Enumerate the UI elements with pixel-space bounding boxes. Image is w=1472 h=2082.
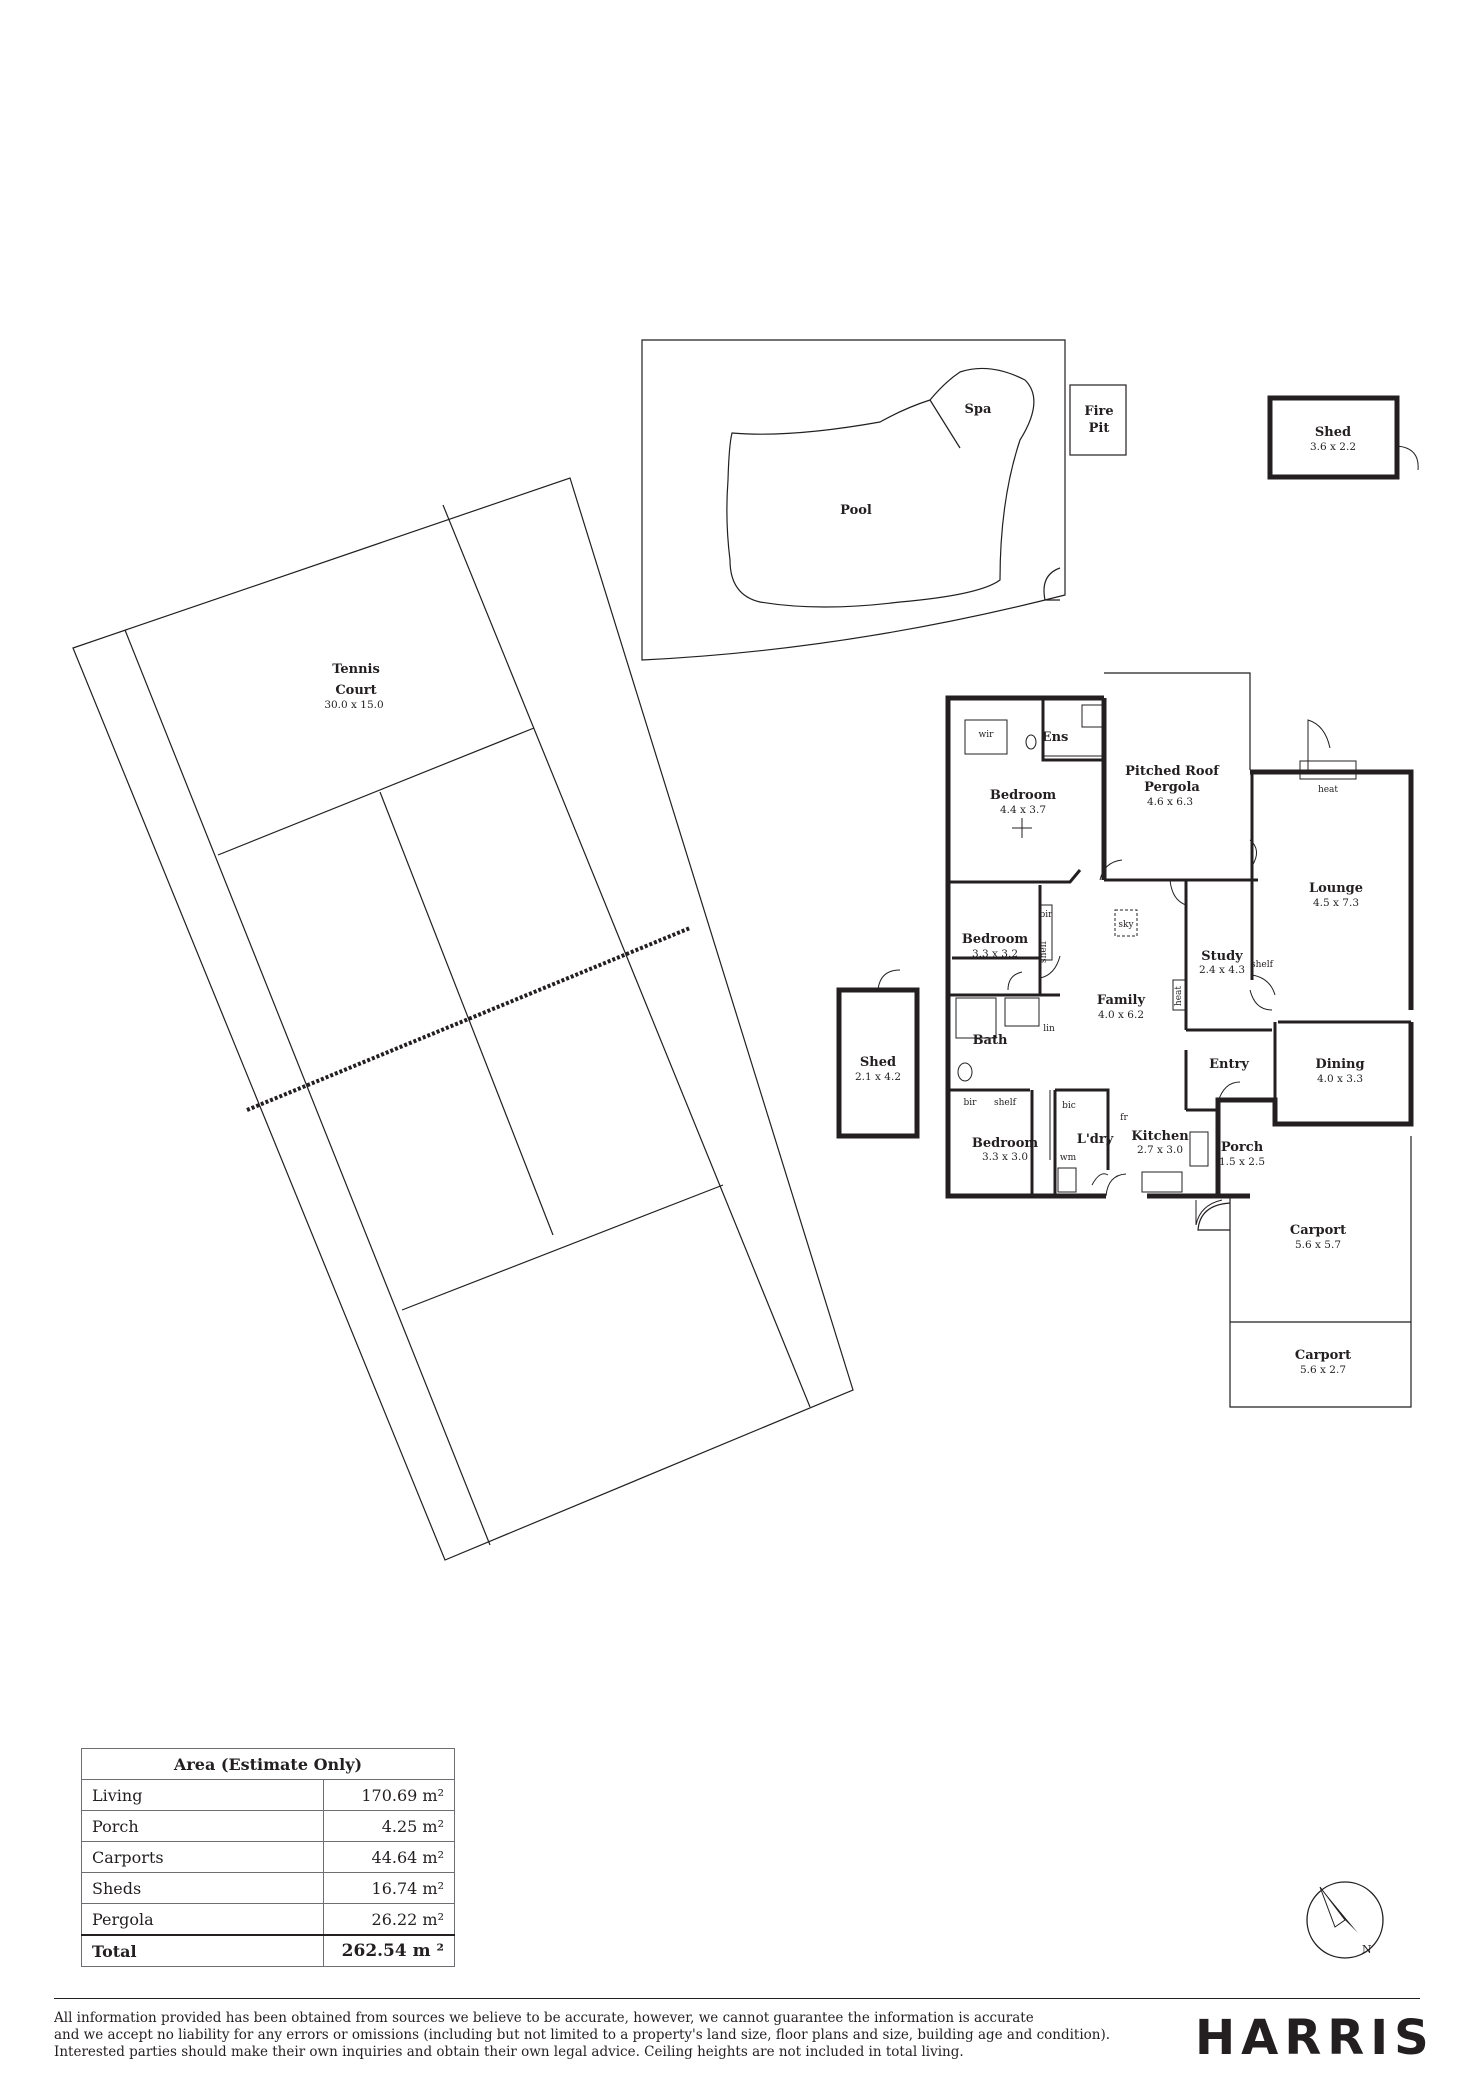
disclaimer: All information provided has been obtain… (54, 2010, 1164, 2061)
table-row: Carports 44.64 m² (81, 1841, 455, 1873)
carport1-dims: 5.6 x 5.7 (1295, 1239, 1341, 1251)
entry-label: Entry (1209, 1057, 1249, 1072)
bedroom2-dims: 3.3 x 3.2 (972, 948, 1018, 960)
bedroom3-bir: bir (964, 1098, 978, 1108)
lounge-dims: 4.5 x 7.3 (1313, 897, 1359, 909)
dining-dims: 4.0 x 3.3 (1317, 1073, 1363, 1085)
porch-label: Porch (1221, 1140, 1264, 1155)
tennis-dims: 30.0 x 15.0 (324, 699, 383, 711)
area-label: Pergola (81, 1903, 324, 1936)
shed-left-dims: 2.1 x 4.2 (855, 1071, 901, 1083)
pool-area: Spa Pool (641, 339, 1066, 661)
table-row: Porch 4.25 m² (81, 1810, 455, 1842)
north-label: N (1362, 1943, 1372, 1956)
carport2-label: Carport (1295, 1348, 1351, 1363)
house (945, 672, 1414, 1226)
area-label: Porch (81, 1810, 324, 1842)
area-label: Living (81, 1779, 324, 1811)
pergola-dims: 4.6 x 6.3 (1147, 796, 1193, 808)
study-label: Study (1201, 949, 1243, 964)
fire-pit-label-1: Fire (1084, 404, 1113, 419)
table-row: Living 170.69 m² (81, 1779, 455, 1811)
bedroom2-shelf: shelf (1039, 940, 1049, 963)
area-label: Sheds (81, 1872, 324, 1904)
fire-pit-label-2: Pit (1089, 421, 1110, 436)
study-shelf: shelf (1251, 960, 1274, 970)
disclaimer-line: All information provided has been obtain… (54, 2010, 1034, 2026)
area-value: 4.25 m² (323, 1810, 455, 1842)
table-row: Pergola 26.22 m² (81, 1903, 455, 1936)
shed-left-label: Shed (860, 1055, 896, 1070)
area-value: 16.74 m² (323, 1872, 455, 1904)
bath-lin: lin (1043, 1024, 1055, 1034)
ens-label: Ens (1042, 730, 1069, 745)
bedroom2-label: Bedroom (962, 932, 1029, 947)
master-bedroom-dims: 4.4 x 3.7 (1000, 804, 1046, 816)
bedroom3-dims: 3.3 x 3.0 (982, 1151, 1028, 1163)
wir-label: wir (979, 730, 995, 740)
bedroom3-shelf: shelf (994, 1098, 1017, 1108)
laundry-label: L'dry (1077, 1132, 1114, 1147)
pool-label: Pool (840, 503, 872, 518)
area-label: Carports (81, 1841, 324, 1873)
family-heat: heat (1174, 986, 1184, 1006)
kitchen-dims: 2.7 x 3.0 (1137, 1144, 1183, 1156)
area-value: 44.64 m² (323, 1841, 455, 1873)
disclaimer-line: Interested parties should make their own… (54, 2044, 964, 2060)
kitchen-fr: fr (1120, 1113, 1128, 1123)
total-value: 262.54 m ² (323, 1934, 455, 1967)
bath-label: Bath (973, 1033, 1008, 1048)
kitchen-label: Kitchen (1131, 1129, 1189, 1144)
area-table-title: Area (Estimate Only) (81, 1748, 455, 1780)
bedroom3-label: Bedroom (972, 1136, 1039, 1151)
shed-top-label: Shed (1315, 425, 1351, 440)
laundry-wm: wm (1060, 1153, 1077, 1163)
laundry-bic: bic (1062, 1101, 1076, 1111)
spa-label: Spa (965, 402, 992, 417)
pergola-label-1: Pitched Roof (1125, 764, 1220, 779)
table-row: Sheds 16.74 m² (81, 1872, 455, 1904)
area-value: 26.22 m² (323, 1903, 455, 1936)
area-table: Area (Estimate Only) Living 170.69 m² Po… (81, 1748, 455, 1967)
study-dims: 2.4 x 4.3 (1199, 964, 1245, 976)
tennis-label-2: Court (335, 683, 376, 698)
pergola-label-2: Pergola (1144, 780, 1200, 795)
brand-logo: HARRIS (1195, 2010, 1435, 2066)
table-total-row: Total 262.54 m ² (81, 1934, 455, 1967)
fire-pit: Fire Pit (1069, 384, 1127, 456)
north-arrow-icon: N (1306, 1881, 1384, 1959)
shed-top: Shed 3.6 x 2.2 (1267, 395, 1419, 480)
tennis-court: Tennis Court 30.0 x 15.0 (72, 477, 854, 1561)
master-bedroom-label: Bedroom (990, 788, 1057, 803)
carports (1197, 1136, 1412, 1408)
dining-label: Dining (1315, 1057, 1364, 1072)
shed-left: Shed 2.1 x 4.2 (836, 969, 920, 1139)
bedroom2-bir: bir (1040, 910, 1054, 920)
carport1-label: Carport (1290, 1223, 1346, 1238)
porch-dims: 1.5 x 2.5 (1219, 1156, 1265, 1168)
family-dims: 4.0 x 6.2 (1098, 1009, 1144, 1021)
family-sky: sky (1118, 920, 1134, 930)
area-value: 170.69 m² (323, 1779, 455, 1811)
lounge-heat: heat (1318, 785, 1338, 795)
footer-divider (54, 1998, 1420, 1999)
disclaimer-line: and we accept no liability for any error… (54, 2027, 1111, 2043)
family-label: Family (1097, 993, 1146, 1008)
shed-top-dims: 3.6 x 2.2 (1310, 441, 1356, 453)
lounge-label: Lounge (1309, 881, 1363, 896)
tennis-label-1: Tennis (332, 662, 380, 677)
carport2-dims: 5.6 x 2.7 (1300, 1364, 1346, 1376)
total-label: Total (81, 1934, 324, 1967)
